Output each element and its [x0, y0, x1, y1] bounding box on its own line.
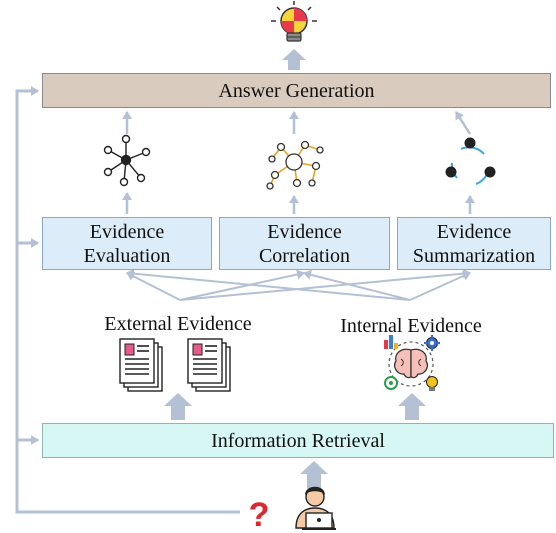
question-mark-icon: ? [249, 496, 270, 533]
lightbulb-puzzle-icon [271, 1, 317, 42]
document-stack-icon [187, 338, 231, 392]
information-retrieval-box [42, 423, 554, 458]
upward-arrows [122, 111, 475, 214]
feedback-line [15, 86, 240, 514]
evidence-correlation-line2: Correlation [258, 245, 351, 267]
evidence-evaluation-line2: Evaluation [83, 245, 171, 267]
evidence-summarization-line1: Evidence [436, 221, 512, 243]
evidence-summarization-box: Evidence Summarization [397, 217, 551, 270]
evidence-evaluation-line1: Evidence [89, 221, 165, 243]
cycle-nodes-icon [445, 137, 496, 185]
user-laptop-icon [295, 486, 336, 530]
svg-text:?: ? [249, 496, 270, 533]
evidence-summarization-line2: Summarization [412, 245, 536, 267]
block-arrow-to-bulb [282, 49, 306, 70]
evidence-evaluation-box: Evidence Evaluation [42, 217, 212, 270]
answer-generation-box [42, 73, 551, 108]
brain-ideas-icon [384, 335, 440, 391]
graph-nodes-icon [266, 140, 324, 190]
block-arrow-from-user [300, 461, 328, 489]
document-stack-icon [119, 338, 163, 392]
external-evidence-label: External Evidence [104, 313, 252, 335]
evidence-correlation-box: Evidence Correlation [219, 217, 390, 270]
evidence-correlation-line1: Evidence [267, 221, 342, 243]
internal-evidence-label: Internal Evidence [340, 315, 482, 337]
block-arrows [164, 49, 426, 489]
fan-connections [126, 268, 471, 301]
network-hub-icon [103, 134, 151, 187]
information-retrieval-label: Information Retrieval [211, 430, 385, 452]
block-arrow-to-internal [398, 393, 426, 420]
block-arrow-to-external [164, 393, 192, 420]
answer-generation-label: Answer Generation [218, 80, 375, 102]
